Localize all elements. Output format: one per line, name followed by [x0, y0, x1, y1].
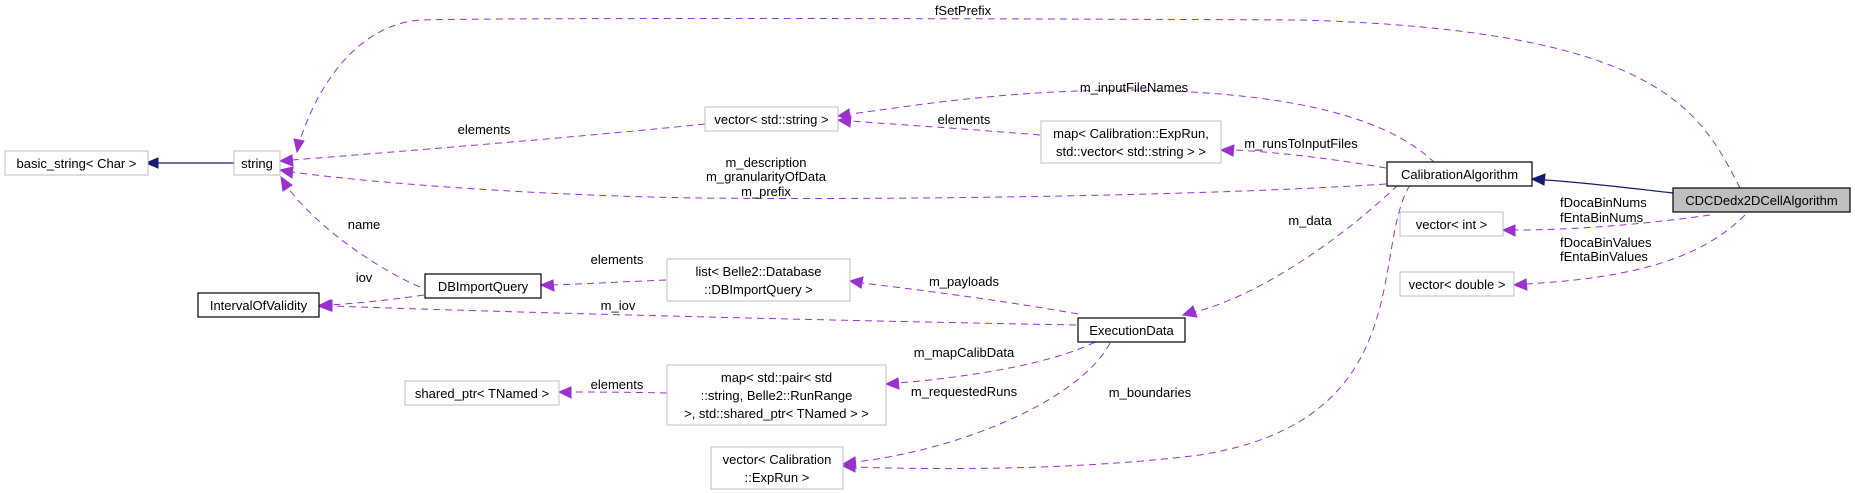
edge-m-runstoinputfiles	[1219, 144, 1387, 169]
svg-text:vector< std::string >: vector< std::string >	[714, 112, 828, 127]
svg-text:m_payloads: m_payloads	[929, 274, 1000, 289]
svg-text:iov: iov	[356, 270, 373, 285]
svg-text:name: name	[348, 217, 381, 232]
edge-m-data	[1181, 184, 1399, 318]
svg-text:m_boundaries: m_boundaries	[1109, 385, 1192, 400]
edge-cdc-inherits-calibration-algorithm	[1530, 173, 1674, 194]
svg-text:m_granularityOfData: m_granularityOfData	[706, 169, 827, 184]
svg-text:ExecutionData: ExecutionData	[1089, 323, 1174, 338]
edge-fsetprefix	[293, 18, 1741, 189]
svg-text:m_data: m_data	[1288, 213, 1332, 228]
svg-text:basic_string< Char >: basic_string< Char >	[17, 156, 137, 171]
svg-text:::string, Belle2::RunRange: ::string, Belle2::RunRange	[701, 388, 853, 403]
svg-text:IntervalOfValidity: IntervalOfValidity	[210, 298, 308, 313]
edge-label-m-description: m_description m_granularityOfData m_pref…	[706, 155, 827, 199]
svg-text:fEntaBinNums: fEntaBinNums	[1560, 210, 1644, 225]
edge-m-boundaries	[841, 184, 1411, 473]
svg-text:m_description: m_description	[726, 155, 807, 170]
node-cdcdedx2dcellalgorithm[interactable]: CDCDedx2DCellAlgorithm	[1672, 187, 1851, 213]
svg-text:fSetPrefix: fSetPrefix	[935, 3, 992, 18]
svg-text:map< Calibration::ExpRun,: map< Calibration::ExpRun,	[1053, 126, 1209, 141]
svg-text:vector< Calibration: vector< Calibration	[723, 452, 832, 467]
svg-text:map< std::pair< std: map< std::pair< std	[721, 370, 832, 385]
svg-text:elements: elements	[591, 252, 644, 267]
node-list-dbimportquery[interactable]: list< Belle2::Database ::DBImportQuery >	[666, 258, 851, 302]
node-intervalofvalidity[interactable]: IntervalOfValidity	[197, 292, 320, 318]
edge-label-elements-list-dbimportquery: elements	[591, 252, 644, 267]
svg-text:::ExpRun >: ::ExpRun >	[745, 470, 810, 485]
node-dbimportquery[interactable]: DBImportQuery	[424, 273, 542, 299]
edge-label-m-iov: m_iov	[601, 298, 636, 313]
edge-label-fsetprefix: fSetPrefix	[935, 3, 992, 18]
node-map-exprun[interactable]: map< Calibration::ExpRun, std::vector< s…	[1040, 120, 1222, 164]
svg-text:elements: elements	[591, 377, 644, 392]
svg-text:vector< int >: vector< int >	[1416, 217, 1488, 232]
svg-text:::DBImportQuery >: ::DBImportQuery >	[704, 282, 813, 297]
edge-string-inherits-basic-string	[144, 157, 234, 169]
edge-label-fdocabinvalues: fDocaBinValues fEntaBinValues	[1560, 235, 1652, 264]
svg-text:string: string	[241, 156, 273, 171]
node-vector-double[interactable]: vector< double >	[1399, 271, 1515, 297]
svg-text:fDocaBinValues: fDocaBinValues	[1560, 235, 1652, 250]
node-vector-exprun[interactable]: vector< Calibration ::ExpRun >	[710, 446, 844, 490]
svg-text:shared_ptr< TNamed >: shared_ptr< TNamed >	[415, 386, 549, 401]
edge-m-iov	[318, 299, 1077, 326]
svg-text:CalibrationAlgorithm: CalibrationAlgorithm	[1401, 167, 1518, 182]
edge-m-mapcalibdata	[884, 341, 1096, 390]
edge-m-description	[278, 166, 1387, 199]
edge-elements-map-vector-string	[836, 115, 1041, 136]
svg-text:m_requestedRuns: m_requestedRuns	[911, 384, 1018, 399]
node-shared-ptr-tnamed[interactable]: shared_ptr< TNamed >	[404, 380, 560, 406]
svg-text:m_mapCalibData: m_mapCalibData	[914, 345, 1015, 360]
svg-text:m_runsToInputFiles: m_runsToInputFiles	[1244, 136, 1358, 151]
node-vector-string[interactable]: vector< std::string >	[704, 106, 839, 132]
svg-text:list< Belle2::Database: list< Belle2::Database	[695, 264, 821, 279]
svg-text:elements: elements	[458, 122, 511, 137]
edge-label-elements-map-shared-ptr: elements	[591, 377, 644, 392]
svg-text:m_prefix: m_prefix	[741, 184, 791, 199]
svg-text:m_iov: m_iov	[601, 298, 636, 313]
edge-label-m-requestedruns: m_requestedRuns	[911, 384, 1018, 399]
edge-label-m-data: m_data	[1288, 213, 1332, 228]
edge-label-m-payloads: m_payloads	[929, 274, 1000, 289]
svg-text:DBImportQuery: DBImportQuery	[438, 279, 529, 294]
edge-elements-list-dbimportquery	[539, 279, 667, 292]
edge-iov	[316, 294, 425, 312]
edge-label-iov: iov	[356, 270, 373, 285]
edge-name	[280, 175, 421, 288]
edge-label-m-mapcalibdata: m_mapCalibData	[914, 345, 1015, 360]
svg-text:std::vector< std::string > >: std::vector< std::string > >	[1056, 144, 1206, 159]
edge-label-elements-vector-string: elements	[458, 122, 511, 137]
edge-label-m-boundaries: m_boundaries	[1109, 385, 1192, 400]
node-basic-string[interactable]: basic_string< Char >	[4, 150, 149, 176]
svg-text:>, std::shared_ptr< TNamed > >: >, std::shared_ptr< TNamed > >	[684, 406, 869, 421]
edge-m-payloads	[848, 276, 1079, 315]
node-map-pair-runrange[interactable]: map< std::pair< std ::string, Belle2::Ru…	[666, 364, 887, 426]
edge-label-elements-map-vector-string: elements	[938, 112, 991, 127]
edge-label-name: name	[348, 217, 381, 232]
node-vector-int[interactable]: vector< int >	[1399, 211, 1504, 237]
svg-text:fDocaBinNums: fDocaBinNums	[1560, 195, 1647, 210]
edge-label-m-inputfilenames: m_inputFileNames	[1080, 80, 1189, 95]
edge-elements-vector-string	[278, 123, 706, 167]
svg-text:CDCDedx2DCellAlgorithm: CDCDedx2DCellAlgorithm	[1685, 193, 1837, 208]
svg-text:vector< double >: vector< double >	[1409, 277, 1506, 292]
edge-label-m-runstoinputfiles: m_runsToInputFiles	[1244, 136, 1358, 151]
node-string[interactable]: string	[233, 150, 281, 176]
svg-text:elements: elements	[938, 112, 991, 127]
node-calibration-algorithm[interactable]: CalibrationAlgorithm	[1386, 161, 1533, 187]
svg-text:m_inputFileNames: m_inputFileNames	[1080, 80, 1189, 95]
edge-fdocabinvalues	[1512, 214, 1746, 291]
node-executiondata[interactable]: ExecutionData	[1077, 317, 1186, 343]
edge-label-fdocabinnums: fDocaBinNums fEntaBinNums	[1560, 195, 1647, 225]
svg-text:fEntaBinValues: fEntaBinValues	[1560, 249, 1648, 264]
edge-fdocabinnums	[1501, 214, 1711, 237]
edge-elements-map-shared-ptr	[557, 386, 668, 399]
